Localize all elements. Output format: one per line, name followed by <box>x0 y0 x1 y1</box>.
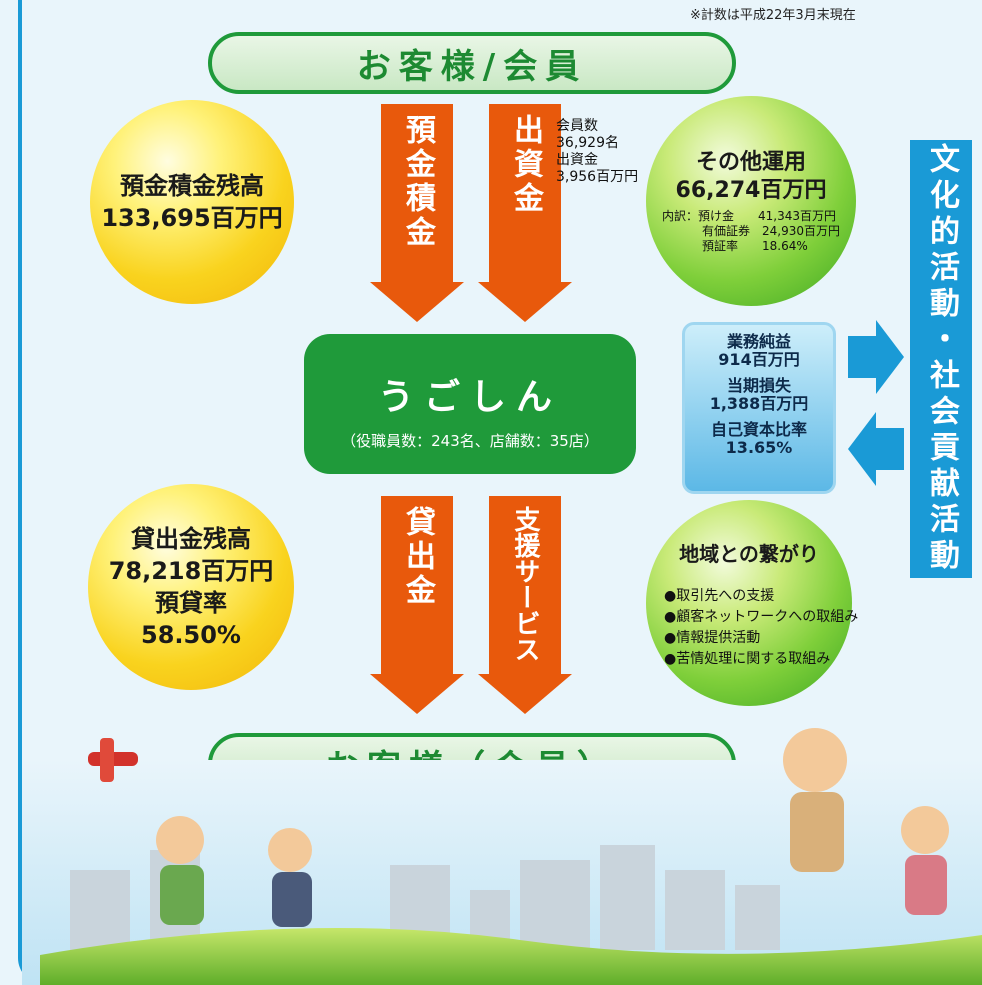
loss-value: 1,388百万円 <box>709 394 809 413</box>
blue-arrow-right <box>848 320 904 394</box>
breakdown-value: 24,930百万円 <box>762 223 840 238</box>
members-value: 36,929名 <box>556 135 619 151</box>
breakdown-name: 預け金 <box>698 208 735 223</box>
arrow-deposits: 預金積金 <box>370 104 464 322</box>
center-name: うごしん <box>377 377 562 418</box>
customers-members-top: お客様/会員 <box>208 32 736 94</box>
deposit-balance-sphere: 預金積金残高 133,695百万円 <box>90 100 294 304</box>
capital-label: 出資金 <box>556 152 598 168</box>
community-item: ●情報提供活動 <box>664 630 761 646</box>
loan-balance-value: 78,218百万円 <box>108 557 274 585</box>
breakdown: 内訳：預け金 41,343百万円 有価証券 24,930百万円 預証率 18.64% <box>662 209 840 254</box>
child-figure-icon <box>783 728 847 872</box>
profit-label: 業務純益 <box>726 332 791 351</box>
arrow-deposits-label: 預金積金 <box>400 114 435 250</box>
center-sub: （役職員数：243名、店舗数：35店） <box>341 432 599 450</box>
child-figure-icon <box>268 828 312 927</box>
community-title: 地域との繋がり <box>679 542 819 566</box>
other-investment-value: 66,274百万円 <box>675 177 827 203</box>
arrow-support-label: 支援サービス <box>510 506 540 662</box>
city-illustration <box>22 728 982 985</box>
airplane-icon <box>88 738 138 782</box>
center-box: うごしん （役職員数：243名、店舗数：35店） <box>304 334 636 474</box>
breakdown-prefix: 内訳： <box>662 208 699 223</box>
members-label: 会員数 <box>556 118 598 134</box>
profit-value: 914百万円 <box>718 350 800 369</box>
deposit-balance-label: 預金積金残高 <box>120 172 264 200</box>
loss-label: 当期損失 <box>726 376 791 395</box>
child-figure-icon <box>901 806 949 915</box>
deposit-balance-value: 133,695百万円 <box>101 204 283 232</box>
side-label: 文化的活動・社会貢献活動 <box>924 143 959 575</box>
other-investment-sphere: その他運用 66,274百万円 内訳：預け金 41,343百万円 有価証券 24,9… <box>646 96 856 306</box>
stats-box: 業務純益 914百万円 当期損失 1,388百万円 自己資本比率 13.65% <box>682 322 836 494</box>
community-sphere: 地域との繋がり <box>646 500 852 706</box>
arrow-loans-label: 貸出金 <box>400 506 435 608</box>
loan-balance-label: 貸出金残高 <box>131 525 251 553</box>
community-list: ●取引先への支援 ●顧客ネットワークへの取組み ●情報提供活動 ●苦情処理に関す… <box>664 586 858 670</box>
loan-balance-sphere: 貸出金残高 78,218百万円 預貸率 58.50% <box>88 484 294 690</box>
capital-value: 3,956百万円 <box>556 169 639 185</box>
child-figure-icon <box>156 816 204 925</box>
other-investment-label: その他運用 <box>695 149 806 175</box>
breakdown-name: 有価証券 <box>702 223 751 238</box>
loan-ratio-label: 預貸率 <box>155 589 227 617</box>
blue-arrow-left <box>848 412 904 486</box>
community-item: ●顧客ネットワークへの取組み <box>664 609 859 625</box>
breakdown-value: 18.64% <box>762 238 808 253</box>
arrow-investment-label: 出資金 <box>508 114 543 216</box>
loan-ratio-value: 58.50% <box>141 621 241 649</box>
community-item: ●苦情処理に関する取組み <box>664 651 831 667</box>
arrow-investment: 出資金 <box>478 104 572 322</box>
arrow-support: 支援サービス <box>478 496 572 714</box>
date-note: ※計数は平成22年3月末現在 <box>690 8 856 23</box>
breakdown-value: 41,343百万円 <box>758 208 837 223</box>
community-item: ●取引先への支援 <box>664 588 775 604</box>
member-info: 会員数 36,929名 出資金 3,956百万円 <box>556 118 638 186</box>
social-activity-sidebar: 文化的活動・社会貢献活動 <box>910 140 972 578</box>
ratio-label: 自己資本比率 <box>710 420 807 439</box>
ratio-value: 13.65% <box>725 438 793 457</box>
arrow-loans: 貸出金 <box>370 496 464 714</box>
breakdown-name: 預証率 <box>702 238 739 253</box>
